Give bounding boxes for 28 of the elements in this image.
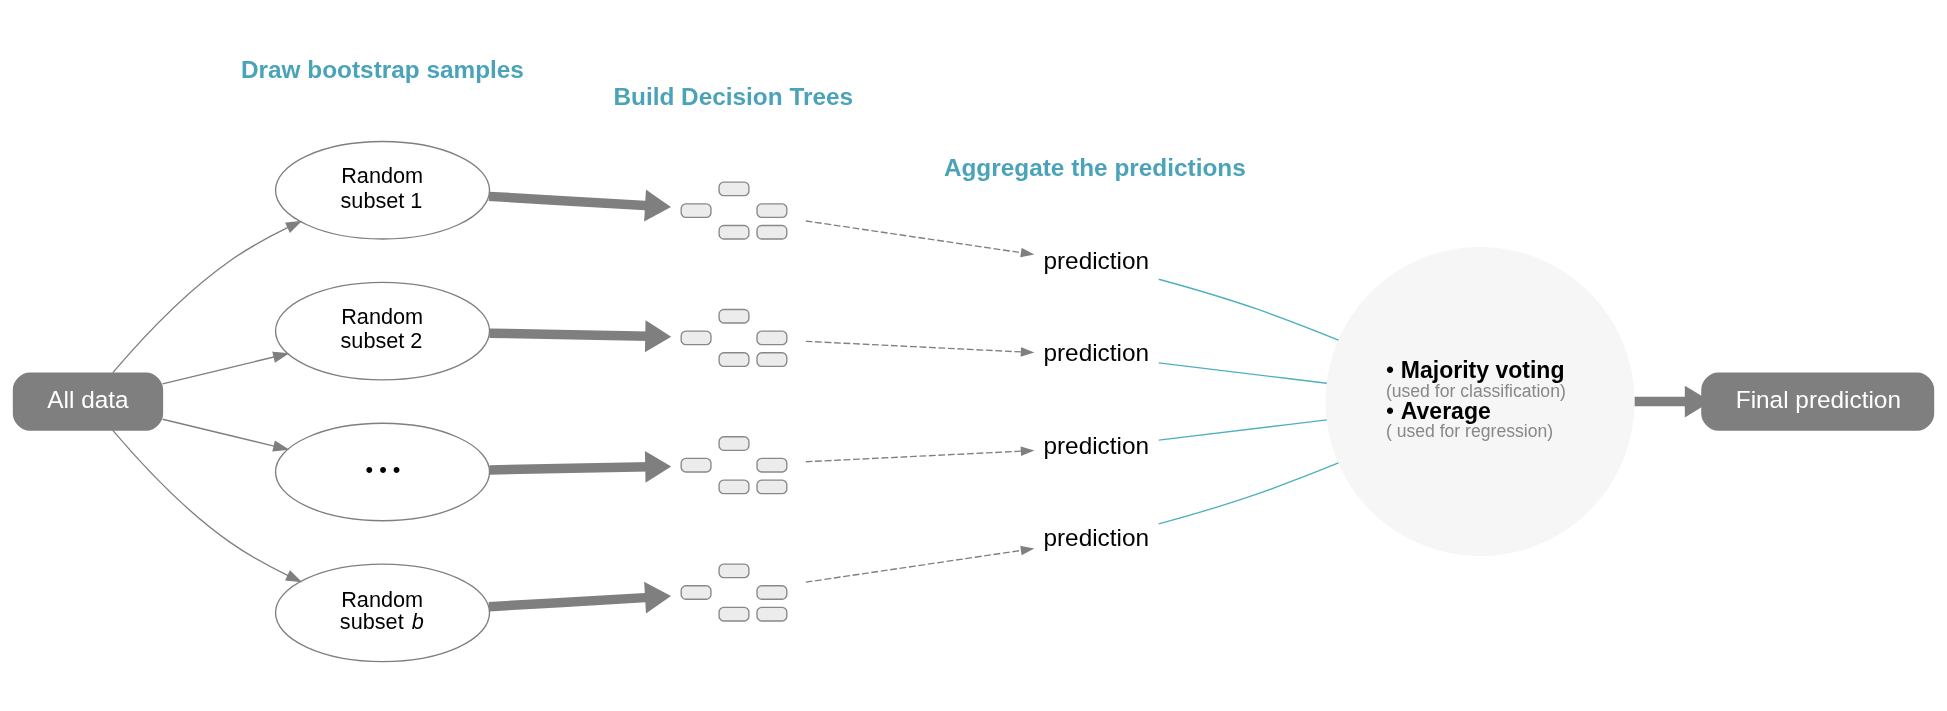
node-circle: • Majority voting (used for classification) • Average ( used for regression) [1325,246,1635,557]
arrow [805,545,1035,583]
node-ellipse: Random subset b [274,563,491,663]
node-text: prediction [1043,523,1150,551]
arrow [112,220,303,374]
node-text: prediction [1043,247,1150,275]
label: Aggregate the predictions [943,153,1246,181]
arrow [161,418,290,452]
arrow [161,351,290,385]
connector [1158,419,1328,441]
node-box: Final prediction [1701,372,1935,431]
arrow [805,340,1035,357]
node-text: prediction [1043,339,1150,367]
label: Draw bootstrap samples [241,56,524,84]
arrow [805,220,1035,258]
arrow [805,446,1035,463]
arrow [489,450,672,483]
node-text: prediction [1043,431,1150,459]
arrow [489,320,672,353]
connector [1158,362,1328,384]
label: Build Decision Trees [613,83,854,111]
node-box: All data [12,372,164,431]
connector [1158,278,1340,341]
node-ellipse: Random subset 1 [274,140,491,240]
arrow [488,581,671,614]
connector [1158,462,1340,525]
arrow [488,189,671,222]
arrow [112,429,303,583]
